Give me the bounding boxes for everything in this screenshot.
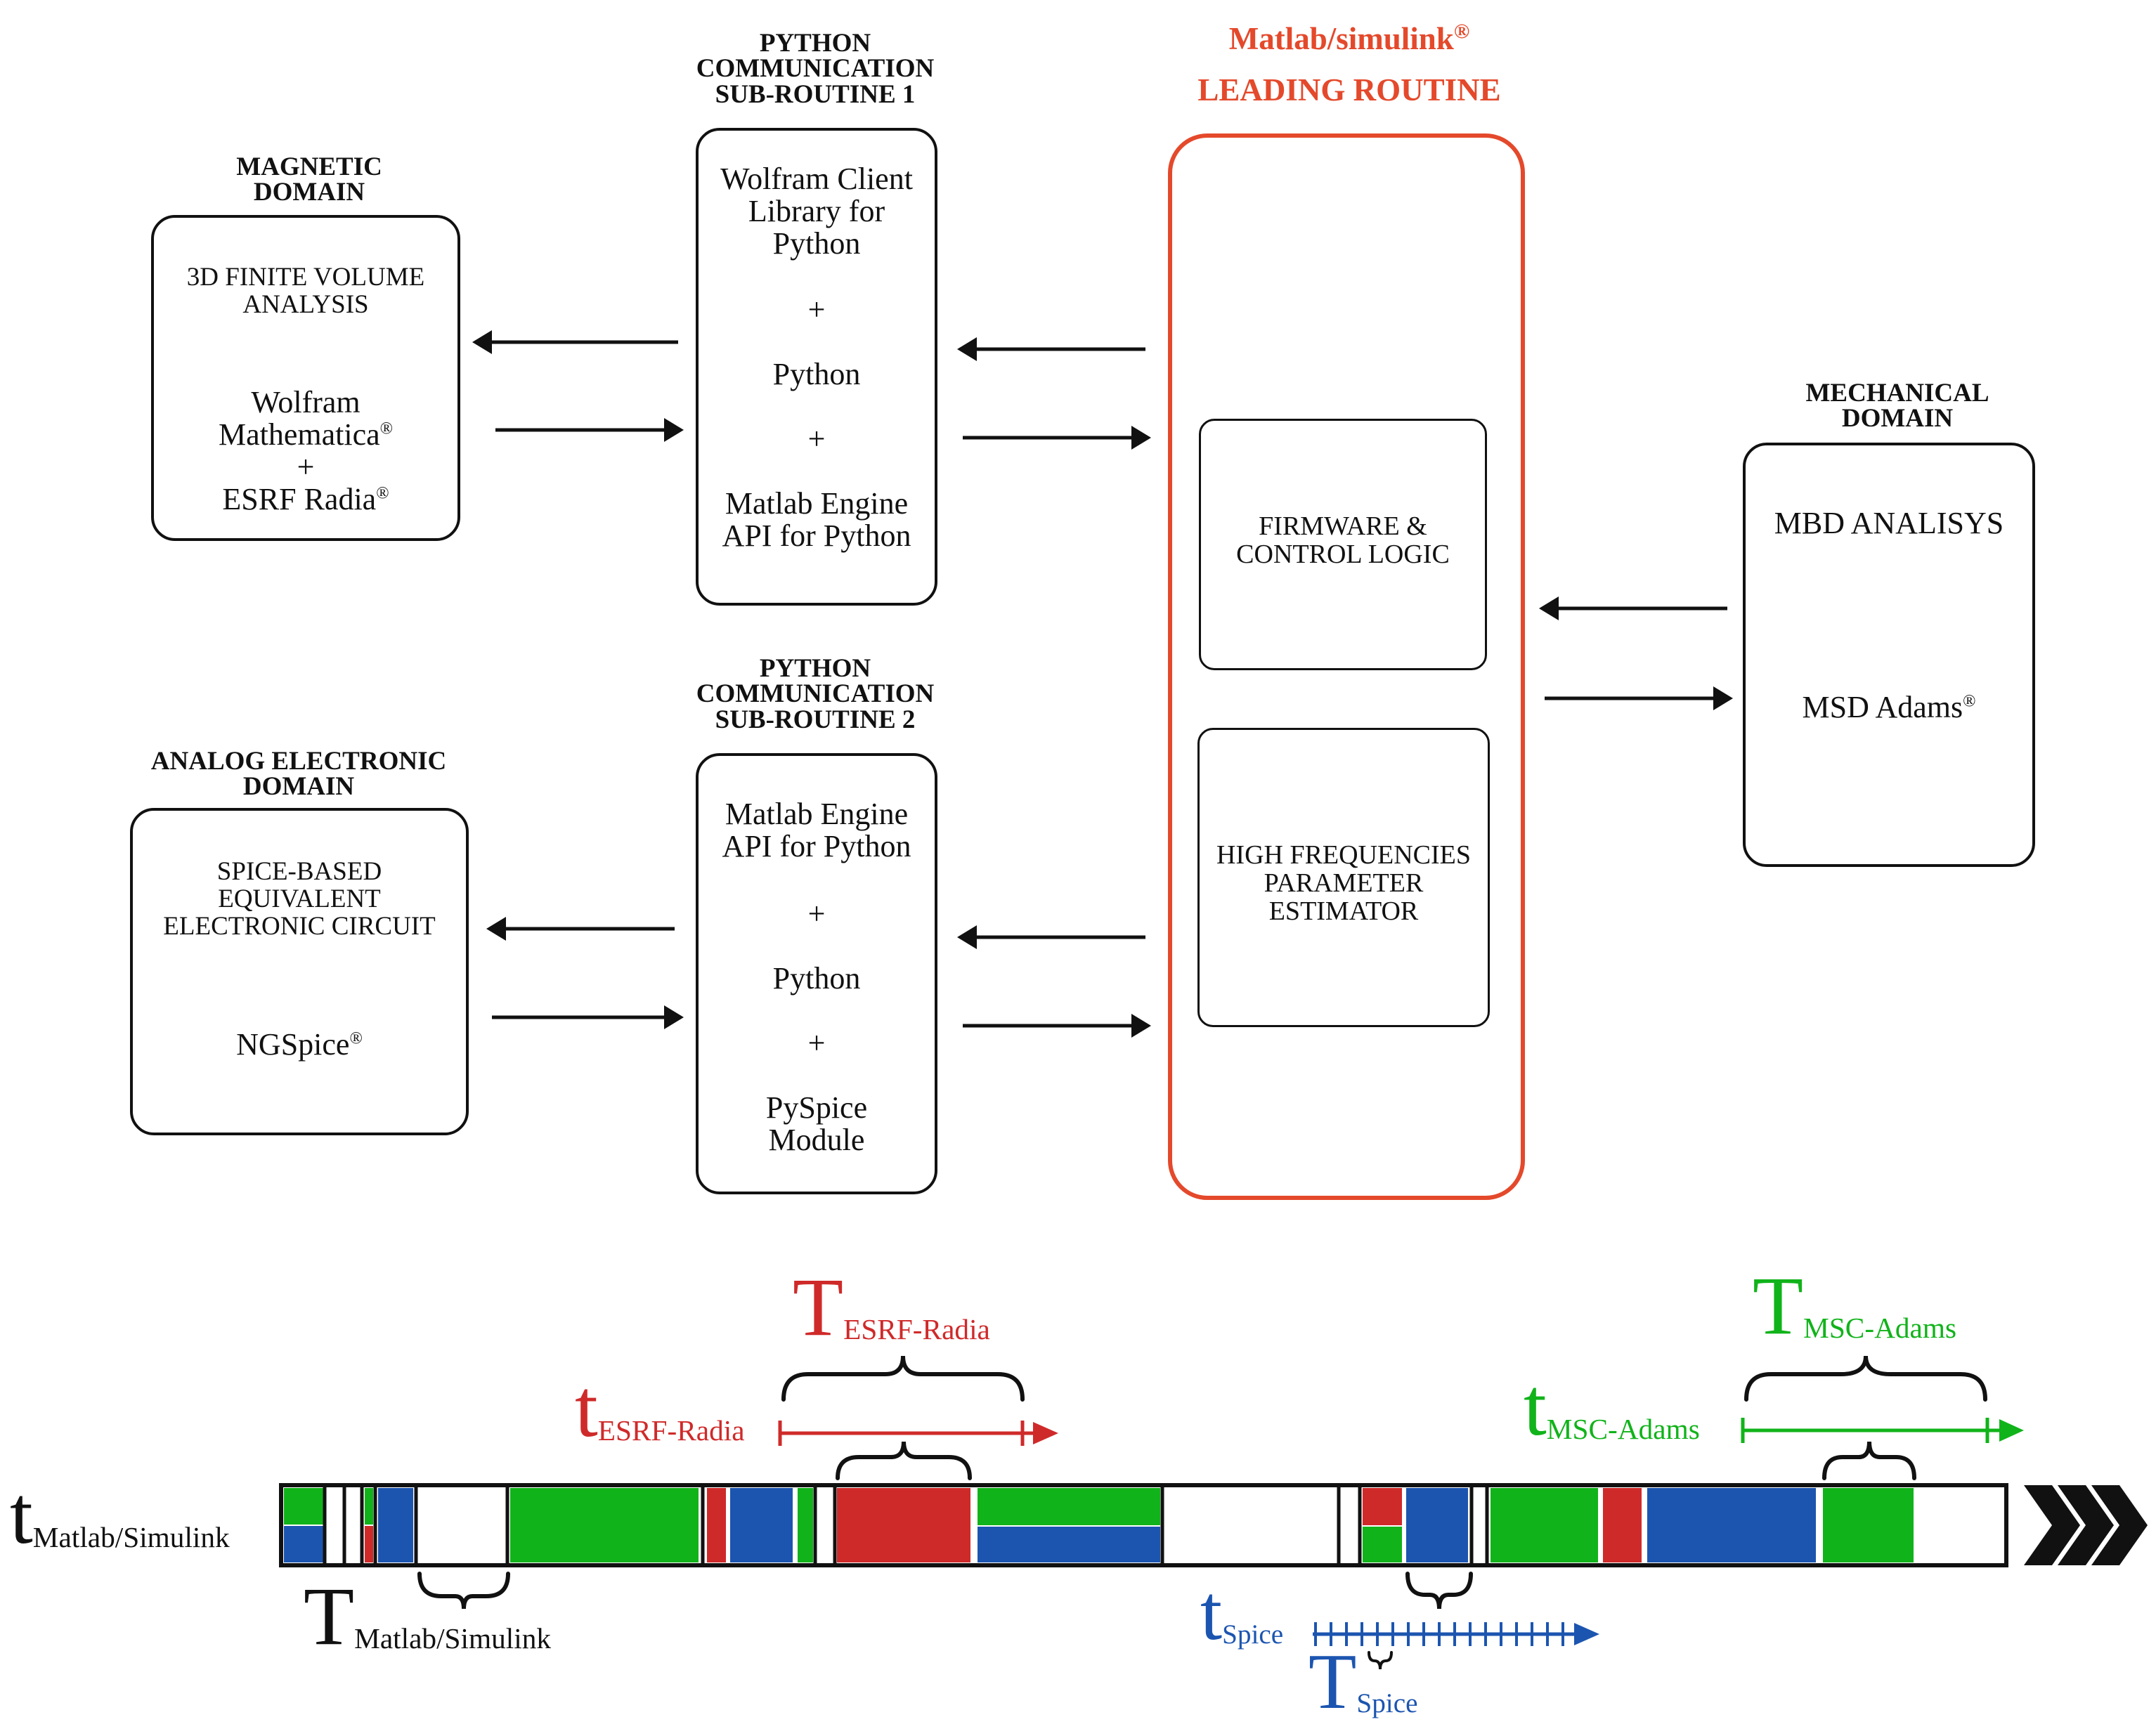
mechanical-heading: MECHANICAL DOMAIN [1805, 379, 1989, 433]
t-radia-main: t [575, 1362, 598, 1454]
leading-title: Matlab/simulink® [1124, 21, 1574, 55]
sub1-matlab-engine: Matlab Engine API for Python [722, 486, 911, 554]
sub1-plus2: + [807, 422, 826, 456]
brace-adams-bar [1822, 1441, 1916, 1480]
T-matlab-sub: Matlab/Simulink [354, 1622, 551, 1655]
analog-ngspice: NGSpice® [130, 1027, 469, 1062]
T-spice-main: T [1308, 1638, 1357, 1725]
sub2-pyspice: PySpice Module [765, 1090, 868, 1158]
magnetic-line-plus: + [297, 450, 315, 484]
registered-mark: ® [376, 483, 389, 503]
T-matlab-main: T [304, 1570, 355, 1662]
hf-estimator-label: HIGH FREQUENCIES PARAMETER ESTIMATOR [1216, 840, 1472, 926]
brace-T-spice [1368, 1651, 1393, 1670]
sub2-plus1: + [807, 896, 826, 931]
analog-box [130, 808, 469, 1135]
magnetic-box [151, 215, 460, 541]
sub2-python: Python [772, 961, 861, 996]
T-radia-main: T [793, 1261, 844, 1353]
brace-T-radia [781, 1355, 1025, 1402]
radia-text: ESRF Radia [222, 482, 377, 516]
registered-mark: ® [1453, 20, 1470, 43]
T-adams-sub: MSC-Adams [1803, 1312, 1957, 1345]
hf-estimator-box [1197, 728, 1490, 1027]
firmware-box [1199, 419, 1487, 670]
leading-title-line1: Matlab/simulink [1228, 21, 1454, 56]
T-spice-label: TSpice [1308, 1643, 1417, 1721]
t-spice-line [1313, 1622, 1599, 1646]
sub1-wolfram-client: Wolfram Client Library for Python [720, 162, 913, 261]
analog-sub: SPICE-BASED EQUIVALENT ELECTRONIC CIRCUI… [163, 857, 436, 941]
firmware-label: FIRMWARE & CONTROL LOGIC [1236, 511, 1450, 569]
t-adams-line [1741, 1418, 2024, 1443]
leading-subtitle: LEADING ROUTINE [1197, 72, 1501, 107]
t-spice-main: t [1200, 1569, 1223, 1657]
T-radia-sub: ESRF-Radia [843, 1313, 990, 1346]
t-adams-main: t [1524, 1361, 1547, 1453]
timeline-segments [283, 1487, 1915, 1564]
analog-heading: ANALOG ELECTRONIC DOMAIN [150, 747, 447, 802]
T-adams-main: T [1753, 1260, 1804, 1352]
registered-mark: ® [1963, 691, 1976, 711]
sub1-box [696, 128, 937, 606]
brace-T-adams [1744, 1355, 1987, 1402]
sub2-plus2: + [807, 1026, 826, 1060]
T-adams-label: TMSC-Adams [1753, 1265, 1956, 1347]
brace-spice-bar [1405, 1572, 1473, 1610]
ngspice-text: NGSpice [236, 1027, 350, 1062]
sub1-python: Python [772, 357, 861, 391]
T-spice-sub: Spice [1356, 1688, 1418, 1718]
t-radia-label: tESRF-Radia [575, 1367, 745, 1450]
t-radia-sub: ESRF-Radia [597, 1414, 745, 1447]
mechanical-box [1743, 443, 2035, 867]
adams-text: MSD Adams [1802, 690, 1963, 724]
sub2-box [696, 753, 937, 1194]
T-radia-label: TESRF-Radia [793, 1266, 990, 1349]
t-radia-line [778, 1421, 1058, 1446]
mathematica-text: Mathematica [218, 417, 380, 452]
magnetic-line-radia: ESRF Radia® [151, 483, 460, 516]
registered-mark: ® [349, 1029, 363, 1048]
t-spice-sub: Spice [1222, 1619, 1284, 1650]
leading-routine-box [1168, 133, 1525, 1200]
sub2-heading: PYTHON COMMUNICATION SUB-ROUTINE 2 [696, 654, 935, 734]
sub2-matlab-engine: Matlab Engine API for Python [722, 797, 911, 864]
T-matlab-label: TMatlab/Simulink [304, 1575, 551, 1658]
magnetic-line-wolfram: Wolfram [251, 385, 361, 419]
t-adams-sub: MSC-Adams [1546, 1413, 1700, 1446]
t-matlab-sub: Matlab/Simulink [32, 1521, 230, 1554]
sub1-plus1: + [807, 292, 826, 327]
registered-mark: ® [379, 419, 394, 438]
brace-T-matlab [417, 1572, 510, 1610]
t-spice-label: tSpice [1200, 1574, 1283, 1652]
magnetic-sub: 3D FINITE VOLUME ANALYSIS [186, 263, 425, 319]
connection-arrows [472, 330, 1733, 1038]
mechanical-mbd: MBD ANALISYS [1774, 506, 2004, 540]
timeline-separators [323, 1485, 1489, 1565]
t-adams-label: tMSC-Adams [1524, 1366, 1700, 1449]
t-matlab-main: t [10, 1469, 33, 1561]
magnetic-heading: MAGNETIC DOMAIN [236, 152, 382, 207]
sub1-heading: PYTHON COMMUNICATION SUB-ROUTINE 1 [696, 29, 935, 109]
timeline-continue-chevrons [2024, 1485, 2148, 1565]
magnetic-line-mathematica: Mathematica® [151, 417, 460, 452]
t-matlab-label: tMatlab/Simulink [10, 1474, 230, 1557]
mechanical-adams: MSD Adams® [1743, 691, 2035, 724]
timeline-bar [279, 1483, 2148, 1567]
brace-radia-bar [836, 1441, 972, 1480]
